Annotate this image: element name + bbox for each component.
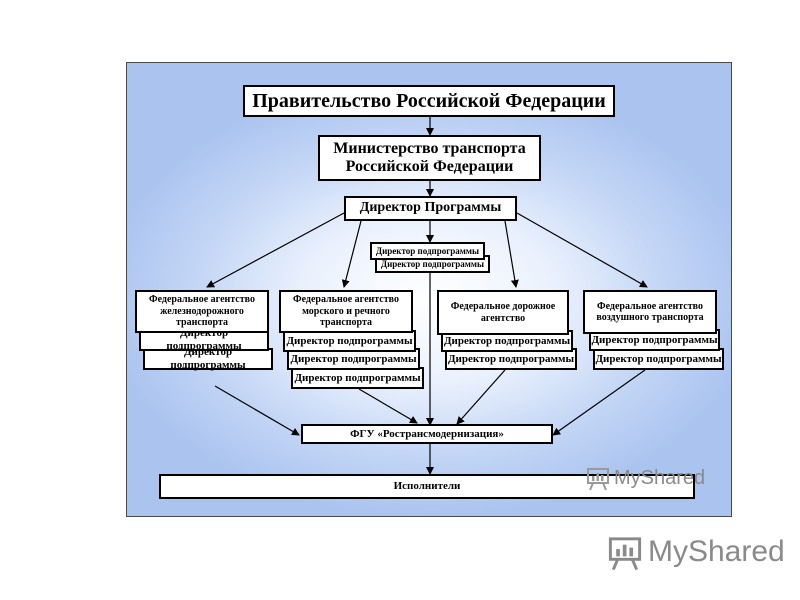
road-agency-box: Федеральное дорожное агентство (437, 290, 569, 335)
arrow-director-road (504, 220, 519, 288)
subprogram-director-box: Директор подпрограммы (445, 348, 577, 370)
subprogram-director-box: Директор подпрограммы (287, 348, 420, 370)
arrow-air-fgu (552, 369, 646, 436)
rail-agency-box: Федеральное агентство железнодорожного т… (135, 290, 269, 333)
watermark-brand: MyShared (648, 535, 785, 568)
watermark: MyShared (585, 465, 705, 491)
sea-agency-box: Федеральное агентство морского и речного… (279, 290, 413, 333)
arrow-road-fgu (456, 369, 506, 425)
presentation-board-icon (608, 537, 642, 571)
watermark: MyShared (606, 533, 785, 571)
air-agency-box: Федеральное агентство воздушного транспо… (583, 290, 717, 334)
subprogram-director-box: Директор подпрограммы (291, 367, 424, 389)
subprogram-director-box: Директор подпрограммы (283, 330, 416, 352)
arrow-sea-fgu (358, 388, 418, 424)
subprogram-director-box: Директор подпрограммы (370, 242, 485, 260)
arrow-director-rail (206, 212, 345, 288)
diagram-panel: Правительство Российской Федерации Минис… (126, 62, 732, 517)
watermark-brand: MyShared (614, 466, 706, 489)
presentation-board-icon (587, 468, 609, 491)
fgu-box: ФГУ «Ространсмодернизация» (301, 424, 553, 444)
executors-box: Исполнители (159, 474, 695, 499)
arrow-director-sea (341, 220, 362, 288)
subprogram-director-box: Директор подпрограммы (593, 348, 724, 370)
arrow-rail-fgu (214, 385, 300, 436)
program-director-box: Директор Программы (344, 196, 517, 221)
government-box: Правительство Российской Федерации (243, 85, 615, 117)
connector-arrows (206, 117, 648, 475)
arrow-director-air (516, 212, 648, 288)
ministry-box: Министерство транспорта Российской Федер… (318, 135, 541, 181)
